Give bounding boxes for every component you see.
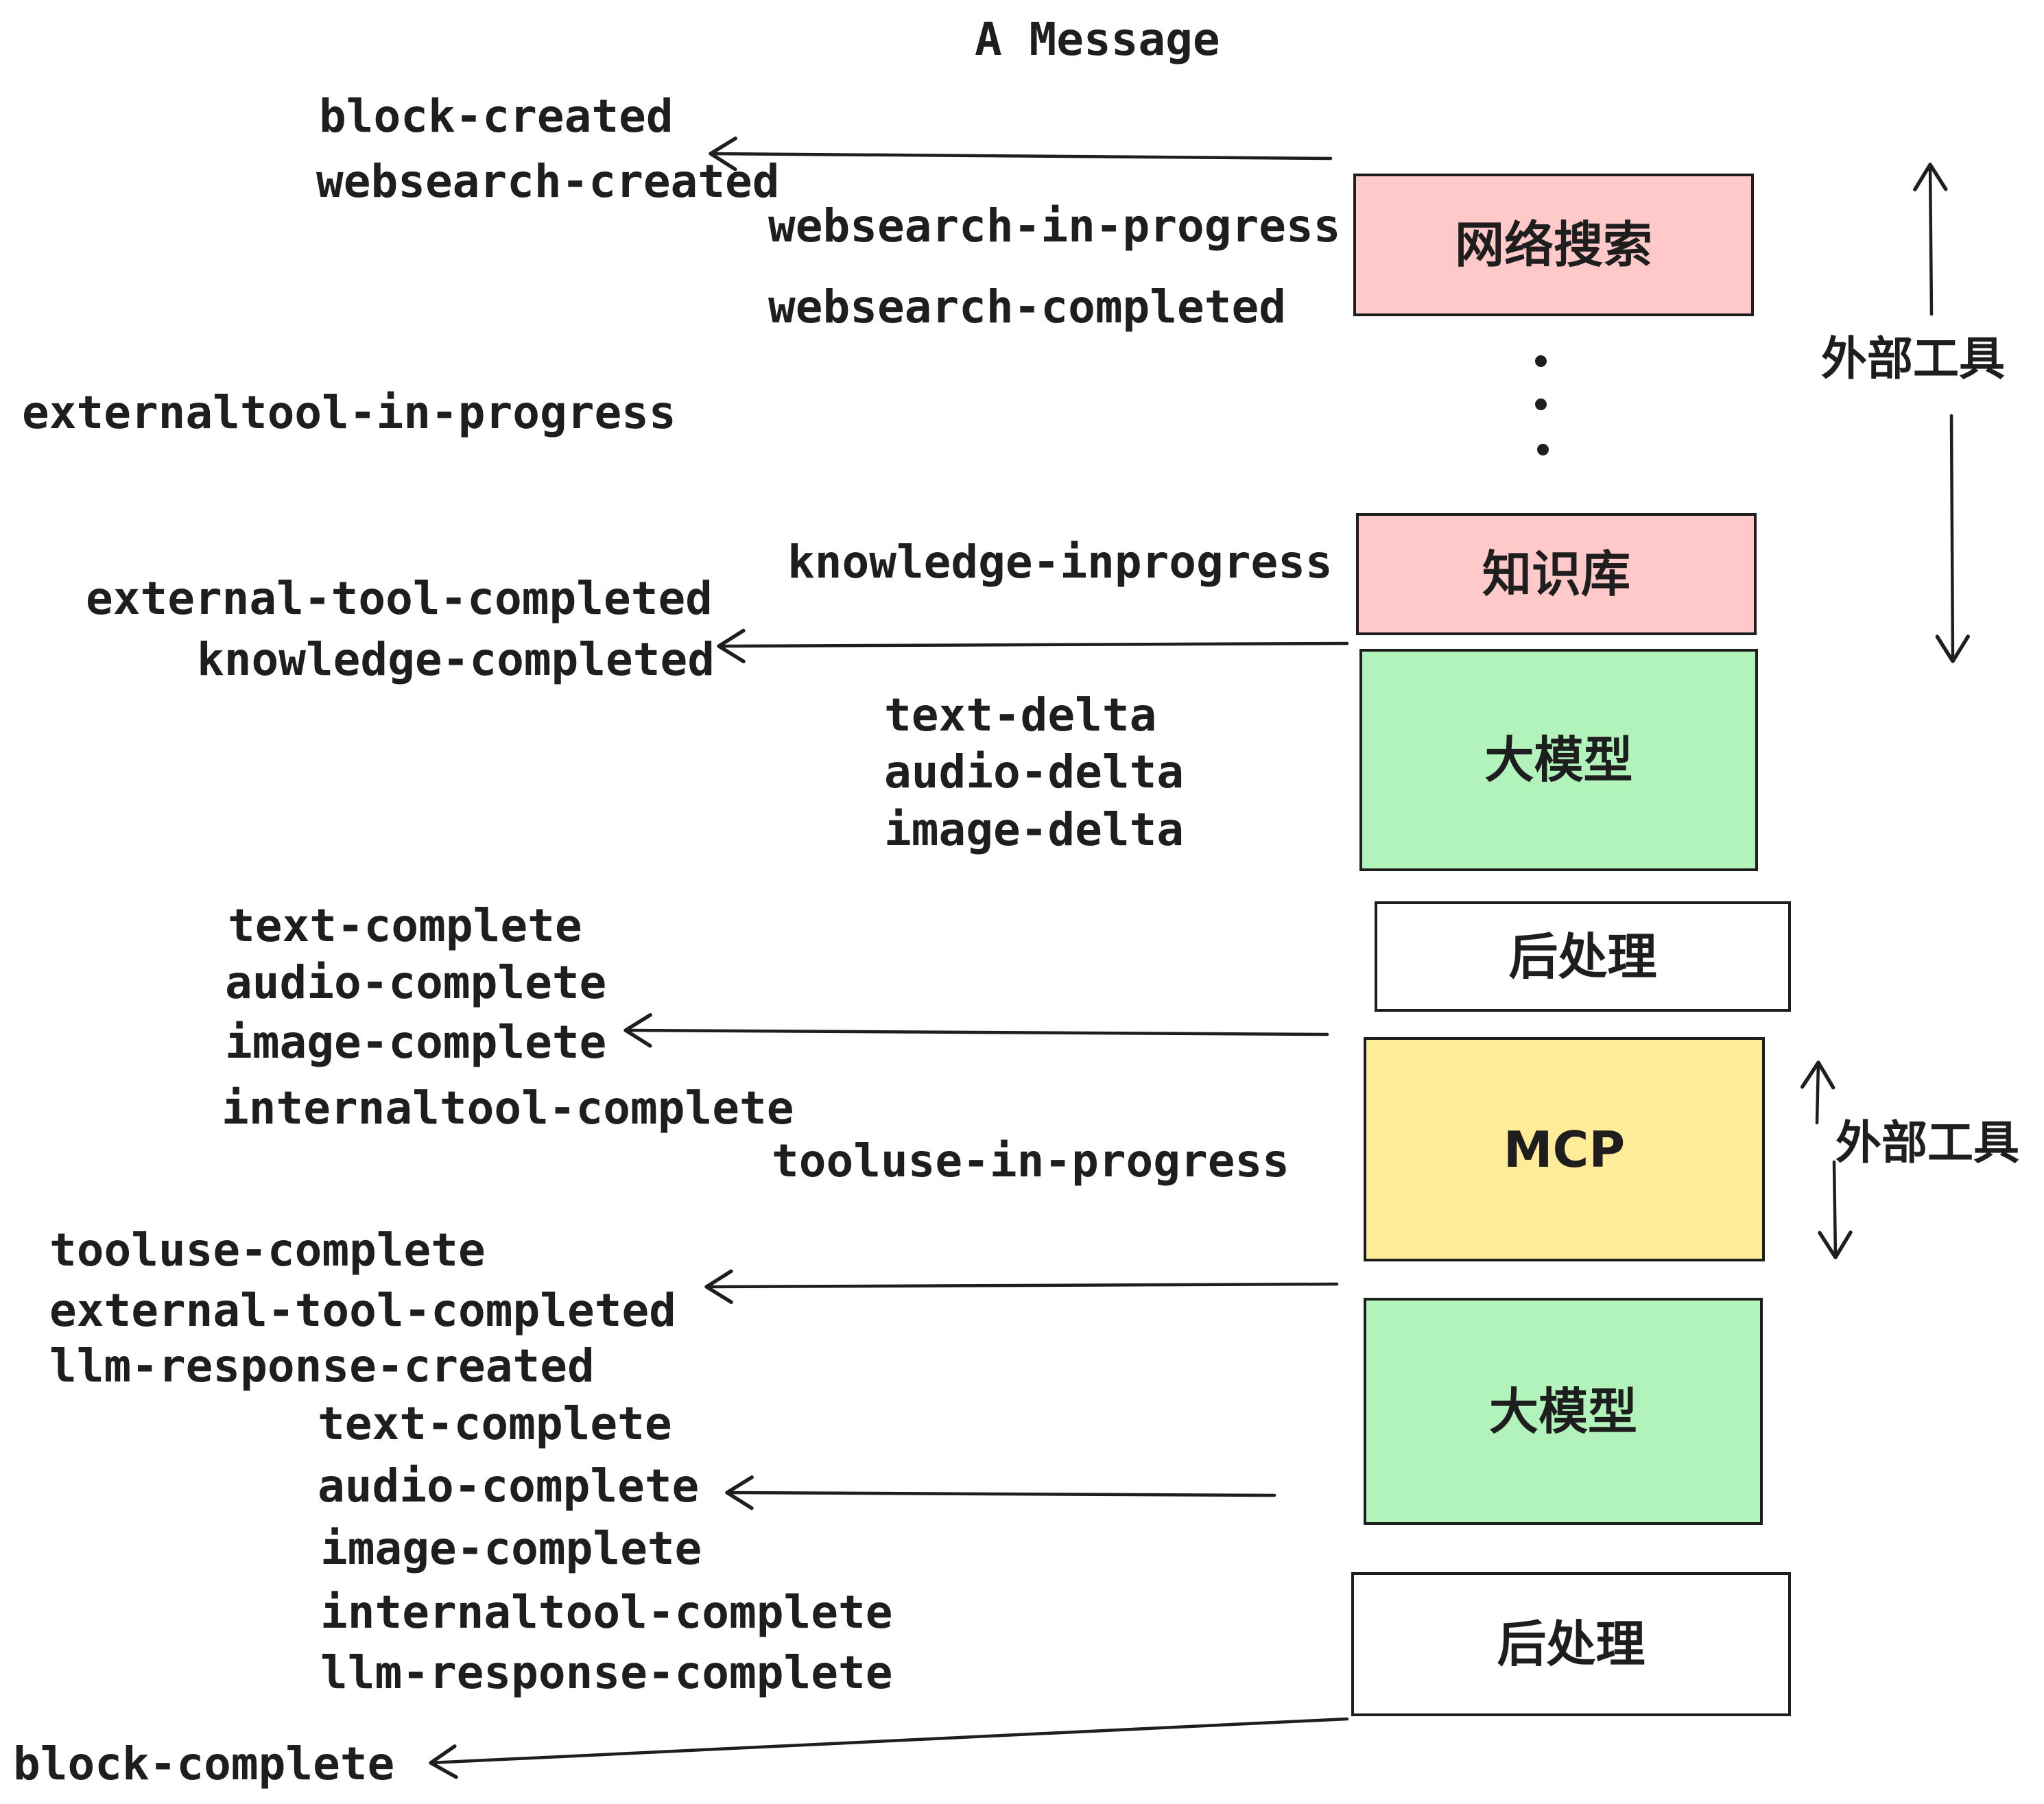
event-label-tooluse-in-progress: tooluse-in-progress	[772, 1135, 1290, 1187]
box-knowledge: 知识库	[1356, 513, 1757, 635]
box-llm-2: 大模型	[1364, 1298, 1763, 1525]
event-label-externaltool-in-progress: externaltool-in-progress	[22, 386, 676, 439]
box-postprocess-1: 后处理	[1375, 901, 1791, 1012]
event-label-llm-response-complete: llm-response-complete	[320, 1646, 893, 1699]
box-websearch: 网络搜索	[1353, 174, 1754, 316]
event-label-external-tool-completed-1: external-tool-completed	[86, 572, 713, 625]
box-label-llm-2: 大模型	[1488, 1382, 1637, 1440]
event-label-knowledge-completed: knowledge-completed	[197, 633, 715, 686]
arrow-to-external-tool-completed	[704, 1269, 1339, 1305]
diagram-title: A Message	[975, 13, 1220, 66]
event-label-llm-response-created: llm-response-created	[49, 1340, 595, 1392]
arrow-to-block-created	[709, 137, 1333, 171]
event-label-audio-delta-1: audio-delta	[884, 746, 1185, 798]
event-label-audio-complete-2: audio-complete	[318, 1460, 700, 1512]
side-label-external-tools-2: 外部工具	[1835, 1116, 2019, 1170]
arrow-to-image-complete	[623, 1013, 1329, 1048]
side-label-external-tools-1: 外部工具	[1821, 332, 2005, 385]
event-label-text-delta-1: text-delta	[884, 689, 1157, 741]
arrow-external-tools-up-2	[1800, 1060, 1835, 1125]
event-label-text-complete-1: text-complete	[228, 899, 582, 952]
event-label-knowledge-inprogress: knowledge-inprogress	[787, 536, 1333, 589]
box-mcp: MCP	[1364, 1037, 1765, 1261]
event-label-block-created: block-created	[319, 90, 674, 143]
arrow-external-tools-down-2	[1818, 1160, 1853, 1259]
event-label-external-tool-completed-2: external-tool-completed	[49, 1284, 676, 1337]
arrow-to-audio-complete	[725, 1475, 1276, 1510]
event-label-tooluse-complete: tooluse-complete	[49, 1224, 486, 1277]
box-label-llm-1: 大模型	[1484, 731, 1633, 789]
event-label-websearch-created: websearch-created	[316, 155, 780, 208]
box-label-websearch: 网络搜索	[1454, 216, 1652, 274]
event-label-audio-complete-1: audio-complete	[225, 956, 607, 1009]
event-label-websearch-completed: websearch-completed	[768, 281, 1286, 333]
event-label-internaltool-complete-1: internaltool-complete	[222, 1082, 794, 1135]
arrow-to-knowledge-completed	[717, 628, 1349, 664]
event-label-image-complete-2: image-complete	[320, 1522, 702, 1575]
event-label-image-complete-1: image-complete	[225, 1016, 607, 1069]
box-label-knowledge: 知识库	[1482, 545, 1630, 603]
ellipsis-dot	[1537, 444, 1549, 455]
box-llm-1: 大模型	[1359, 649, 1758, 871]
event-label-websearch-in-progress: websearch-in-progress	[768, 200, 1341, 252]
ellipsis-dot	[1535, 399, 1547, 410]
event-label-block-complete: block-complete	[13, 1737, 395, 1790]
event-label-text-complete-2: text-complete	[318, 1397, 672, 1450]
box-postprocess-2: 后处理	[1351, 1572, 1791, 1716]
event-label-image-delta-1: image-delta	[884, 803, 1185, 856]
event-label-internaltool-complete-2: internaltool-complete	[320, 1586, 893, 1639]
box-label-mcp: MCP	[1503, 1120, 1626, 1178]
box-label-postprocess-1: 后处理	[1508, 927, 1657, 986]
arrow-external-tools-up-1	[1913, 163, 1948, 316]
arrow-to-block-complete	[429, 1717, 1349, 1779]
box-label-postprocess-2: 后处理	[1497, 1615, 1645, 1673]
ellipsis-dot	[1535, 355, 1547, 367]
arrow-external-tools-down-1	[1935, 414, 1970, 663]
